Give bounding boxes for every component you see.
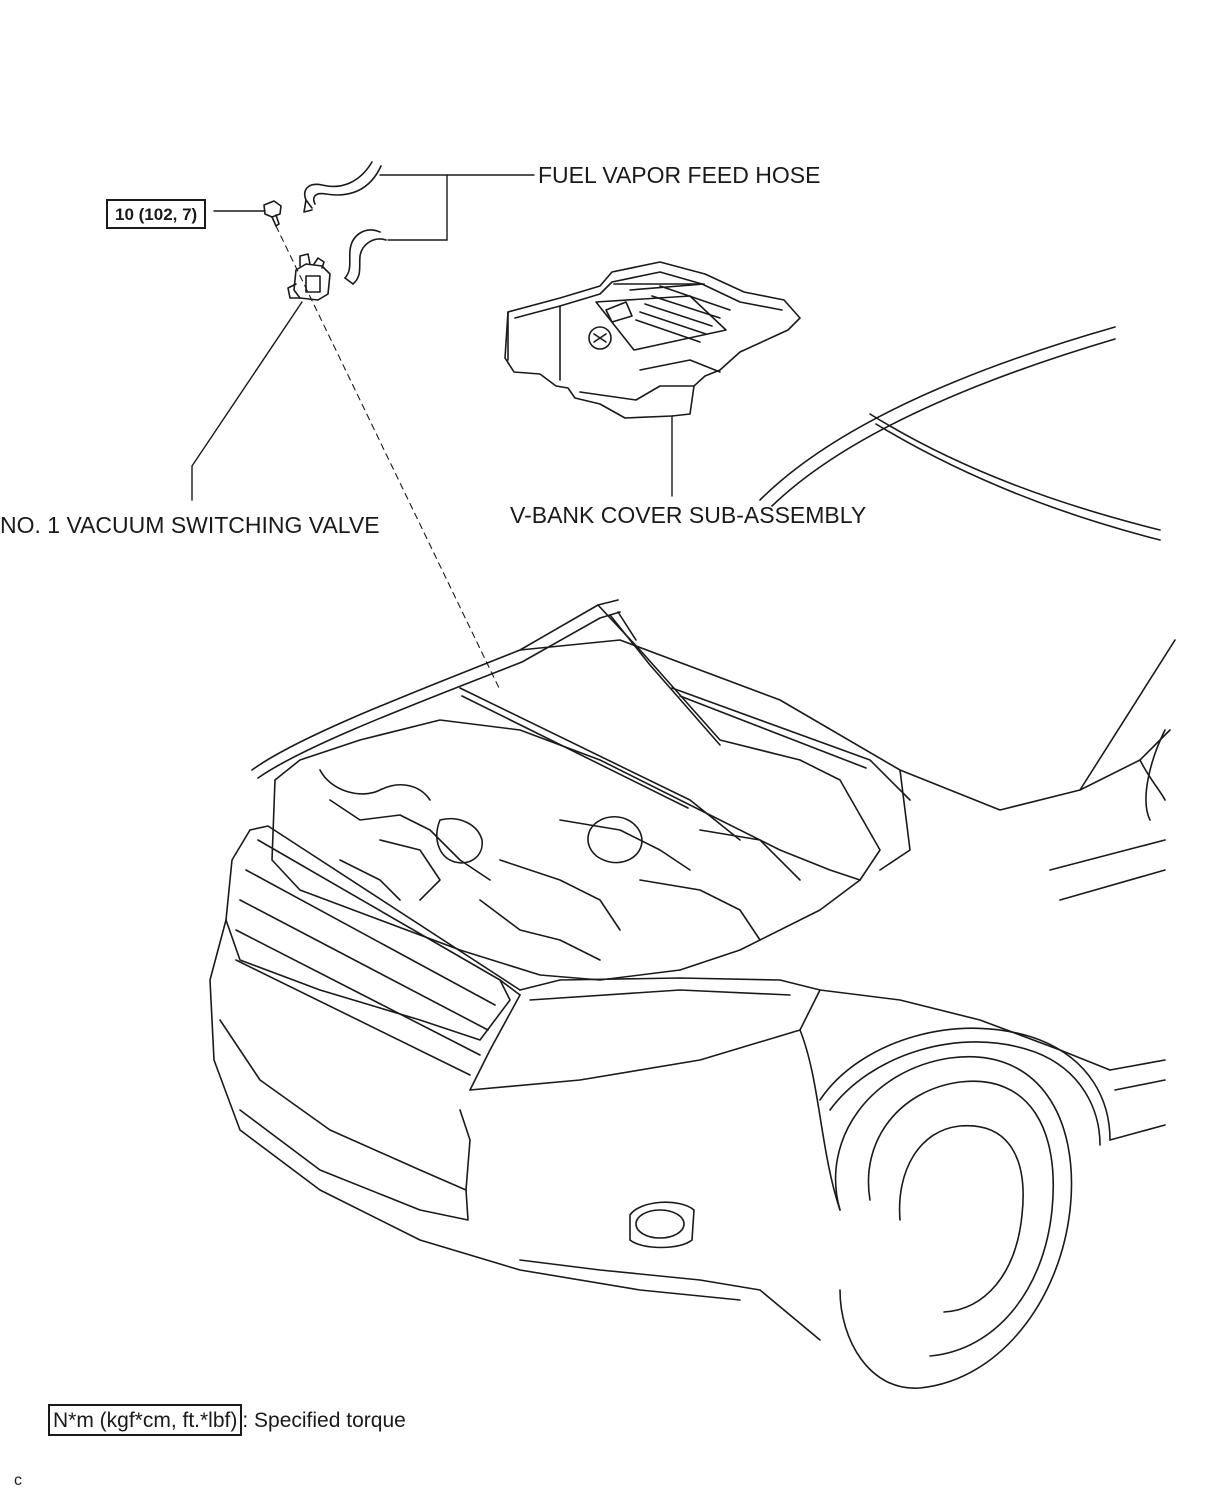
- torque-unit-box: N*m (kgf*cm, ft.*lbf): [48, 1404, 243, 1436]
- fuel-vapor-feed-hose-drawing: [303, 161, 387, 285]
- v-bank-cover-label: V-BANK COVER SUB-ASSEMBLY: [510, 502, 867, 528]
- v-bank-cover-drawing: [504, 261, 801, 419]
- vacuum-switching-valve-drawing: [287, 253, 331, 301]
- windshield-drawing: [759, 326, 1161, 541]
- bolt-torque-box: 10 (102, 7): [106, 199, 207, 229]
- installation-dashed-line: [275, 225, 501, 691]
- hose-leader-lines: [379, 174, 535, 241]
- bolt-drawing: [213, 200, 282, 227]
- fuel-vapor-feed-hose-label: FUEL VAPOR FEED HOSE: [538, 162, 821, 188]
- valve-leader-line: [191, 301, 303, 501]
- vehicle-drawing: [209, 599, 1176, 1389]
- torque-legend-description: : Specified torque: [242, 1409, 406, 1432]
- vacuum-switching-valve-label: NO. 1 VACUUM SWITCHING VALVE: [0, 512, 380, 538]
- torque-legend: N*m (kgf*cm, ft.*lbf): Specified torque: [48, 1404, 406, 1436]
- illustration-code: c: [14, 1472, 22, 1489]
